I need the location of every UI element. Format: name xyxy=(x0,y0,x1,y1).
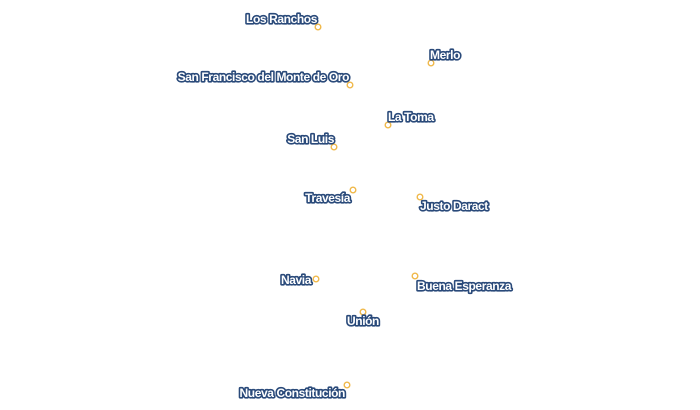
place-label-merlo: Merlo xyxy=(430,48,460,62)
place-los-ranchos[interactable]: Los Ranchos xyxy=(244,10,322,31)
place-marker-san-luis[interactable] xyxy=(330,143,338,151)
place-label-travesia: Travesía xyxy=(305,191,351,205)
place-marker-buena-esperanza[interactable] xyxy=(411,272,419,280)
place-label-nueva-constitucion: Nueva Constitución xyxy=(240,386,346,400)
place-marker-union[interactable] xyxy=(359,308,367,316)
place-justo-daract[interactable]: Justo Daract xyxy=(416,193,490,215)
place-merlo[interactable]: Merlo xyxy=(427,46,462,67)
place-nueva-constitucion[interactable]: Nueva Constitución xyxy=(238,381,351,402)
place-la-toma[interactable]: La Toma xyxy=(384,108,436,129)
place-marker-los-ranchos[interactable] xyxy=(314,23,322,31)
place-marker-navia[interactable] xyxy=(312,275,320,283)
place-union[interactable]: Unión xyxy=(345,308,381,330)
place-marker-san-francisco-del-monte-de-oro[interactable] xyxy=(346,81,354,89)
place-buena-esperanza[interactable]: Buena Esperanza xyxy=(411,272,514,295)
place-san-francisco-del-monte-de-oro[interactable]: San Francisco del Monte de Oro xyxy=(176,68,354,89)
place-marker-la-toma[interactable] xyxy=(384,121,392,129)
place-label-union: Unión xyxy=(347,314,379,328)
place-label-justo-daract: Justo Daract xyxy=(420,199,488,213)
place-marker-justo-daract[interactable] xyxy=(416,193,424,201)
place-label-navia: Navia xyxy=(281,273,312,287)
place-marker-merlo[interactable] xyxy=(427,59,435,67)
place-label-buena-esperanza: Buena Esperanza xyxy=(417,279,512,293)
place-label-san-luis: San Luis xyxy=(287,132,335,146)
place-marker-nueva-constitucion[interactable] xyxy=(343,381,351,389)
place-label-san-francisco-del-monte-de-oro: San Francisco del Monte de Oro xyxy=(178,70,349,84)
place-label-los-ranchos: Los Ranchos xyxy=(246,12,318,26)
place-san-luis[interactable]: San Luis xyxy=(286,130,338,151)
place-label-la-toma: La Toma xyxy=(388,110,434,124)
place-navia[interactable]: Navia xyxy=(279,271,320,289)
place-travesia[interactable]: Travesía xyxy=(304,186,357,207)
place-marker-travesia[interactable] xyxy=(349,186,357,194)
